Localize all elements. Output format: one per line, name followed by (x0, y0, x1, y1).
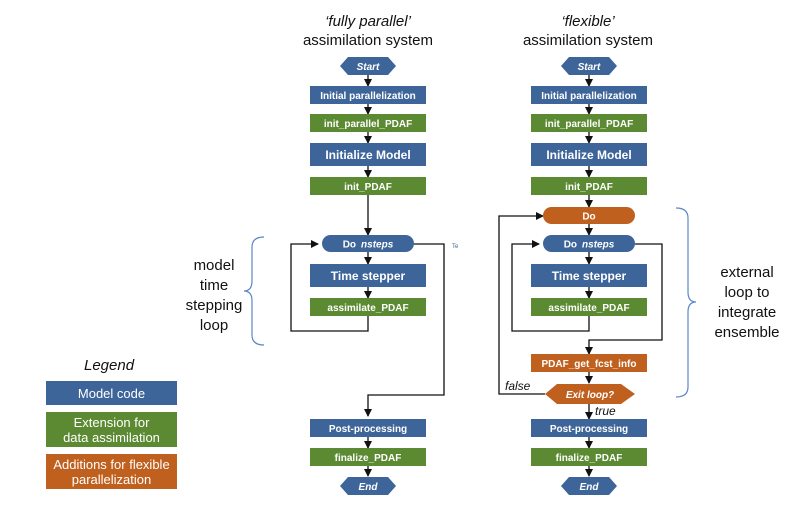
right-time-stepper-node (531, 264, 647, 287)
left-finalize-pdaf-label: finalize_PDAF (335, 453, 402, 464)
legend-extension-line2: data assimilation (63, 429, 160, 445)
left-loop-back-line (290, 240, 369, 332)
left-loop-label-line4: loop (199, 317, 229, 334)
left-assimilate-pdaf-label: assimilate_PDAF (327, 303, 408, 314)
left-time-stepper-label: Time stepper (331, 269, 406, 283)
legend-extension-line1: Extension for (73, 414, 150, 430)
right-start-node (561, 57, 617, 75)
left-start-label: Start (357, 62, 380, 73)
left-connectors (290, 75, 445, 477)
right-connectors (498, 75, 663, 477)
legend-flexible-line1: Additions for flexible (53, 456, 170, 472)
right-exit-loop-label: Exit loop? (566, 390, 614, 401)
right-column-title: ‘flexible’ assimilation system (488, 12, 688, 50)
left-post-processing-node (310, 419, 426, 437)
right-assimilate-pdaf-node (531, 298, 647, 316)
left-initialize-model-label: Initialize Model (325, 148, 410, 162)
left-loop-label-line2: time (199, 277, 229, 294)
right-post-processing-label: Post-processing (550, 424, 628, 435)
left-do-nsteps-node (322, 235, 414, 252)
legend-model-code-label: Model code (77, 385, 146, 401)
right-nsteps-label: nsteps (582, 240, 615, 251)
left-end-node (340, 477, 396, 495)
right-inner-loop-exit-line (585, 243, 663, 355)
right-loop-label-line3: integrate (717, 304, 777, 321)
right-title-quote: ‘flexible’ (561, 13, 615, 30)
right-loop-label-line4: ensemble (714, 324, 780, 341)
left-time-stepper-node (310, 264, 426, 287)
left-stray-mark: Te (452, 244, 459, 250)
right-loop-label-line2: loop to (724, 284, 770, 301)
right-do-node (543, 207, 635, 224)
left-column-title: ‘fully parallel’ assimilation system (268, 12, 468, 50)
legend-flexible: Additions for flexible parallelization (46, 454, 177, 489)
right-title-subtitle: assimilation system (522, 32, 654, 49)
left-start-node (340, 57, 396, 75)
left-init-pdaf-node (310, 177, 426, 195)
right-end-label: End (580, 482, 600, 493)
right-do-nsteps-label: Do nsteps (564, 240, 615, 251)
left-initial-parallelization-node (310, 86, 426, 104)
right-flowchart: Start Initial parallelization init_paral… (498, 57, 697, 495)
right-initialize-model-node (531, 143, 647, 166)
right-finalize-pdaf-label: finalize_PDAF (556, 453, 623, 464)
right-finalize-pdaf-node (531, 448, 647, 466)
right-false-label: false (505, 379, 531, 393)
legend-model-code: Model code (46, 381, 177, 405)
right-time-stepper-label: Time stepper (552, 269, 627, 283)
left-finalize-pdaf-node (310, 448, 426, 466)
legend-flexible-line2: parallelization (71, 471, 152, 487)
left-init-pdaf-label: init_PDAF (344, 182, 392, 193)
left-loop-label-line1: model (193, 257, 235, 274)
left-post-processing-label: Post-processing (329, 424, 407, 435)
right-true-label: true (595, 404, 616, 418)
right-init-parallel-pdaf-label: init_parallel_PDAF (545, 119, 633, 130)
left-init-parallel-pdaf-node (310, 114, 426, 132)
right-initial-parallelization-node (531, 86, 647, 104)
right-do-label: Do (582, 212, 595, 223)
right-pdaf-get-fcst-info-label: PDAF_get_fcst_info (541, 359, 636, 370)
legend-title: Legend (84, 357, 135, 374)
legend-extension: Extension for data assimilation (46, 412, 177, 447)
left-initial-parallelization-label: Initial parallelization (320, 91, 416, 102)
right-loop-label: external loop to integrate ensemble (704, 263, 790, 343)
left-title-subtitle: assimilation system (302, 32, 434, 49)
right-init-pdaf-label: init_PDAF (565, 182, 613, 193)
right-exit-loop-node (545, 384, 635, 404)
left-assimilate-pdaf-node (310, 298, 426, 316)
left-do-label: Do (343, 240, 356, 251)
left-title-quote: ‘fully parallel’ (325, 13, 411, 30)
left-nsteps-label: nsteps (361, 240, 394, 251)
right-loop-label-line1: external (720, 264, 774, 281)
left-flowchart: Start Initial parallelization init_paral… (243, 57, 459, 495)
right-outer-loop-back-line (498, 212, 545, 395)
right-initial-parallelization-label: Initial parallelization (541, 91, 637, 102)
right-start-label: Start (578, 62, 601, 73)
left-loop-label: model time stepping loop (178, 256, 250, 336)
left-loop-label-line3: stepping (185, 297, 243, 314)
right-post-processing-node (531, 419, 647, 437)
left-end-label: End (359, 482, 379, 493)
left-initialize-model-node (310, 143, 426, 166)
right-do-prefix: Do (564, 240, 577, 251)
right-loop-brace (675, 207, 697, 398)
right-initialize-model-label: Initialize Model (546, 148, 631, 162)
left-do-nsteps-label: Do nsteps (343, 240, 394, 251)
right-pdaf-get-fcst-info-node (531, 354, 647, 372)
left-loop-brace (243, 236, 265, 346)
left-loop-exit-line (364, 243, 445, 417)
right-end-node (561, 477, 617, 495)
right-assimilate-pdaf-label: assimilate_PDAF (548, 303, 629, 314)
left-init-parallel-pdaf-label: init_parallel_PDAF (324, 119, 412, 130)
right-init-parallel-pdaf-node (531, 114, 647, 132)
right-inner-loop-back-line (511, 240, 590, 332)
right-init-pdaf-node (531, 177, 647, 195)
right-do-nsteps-node (543, 235, 635, 252)
